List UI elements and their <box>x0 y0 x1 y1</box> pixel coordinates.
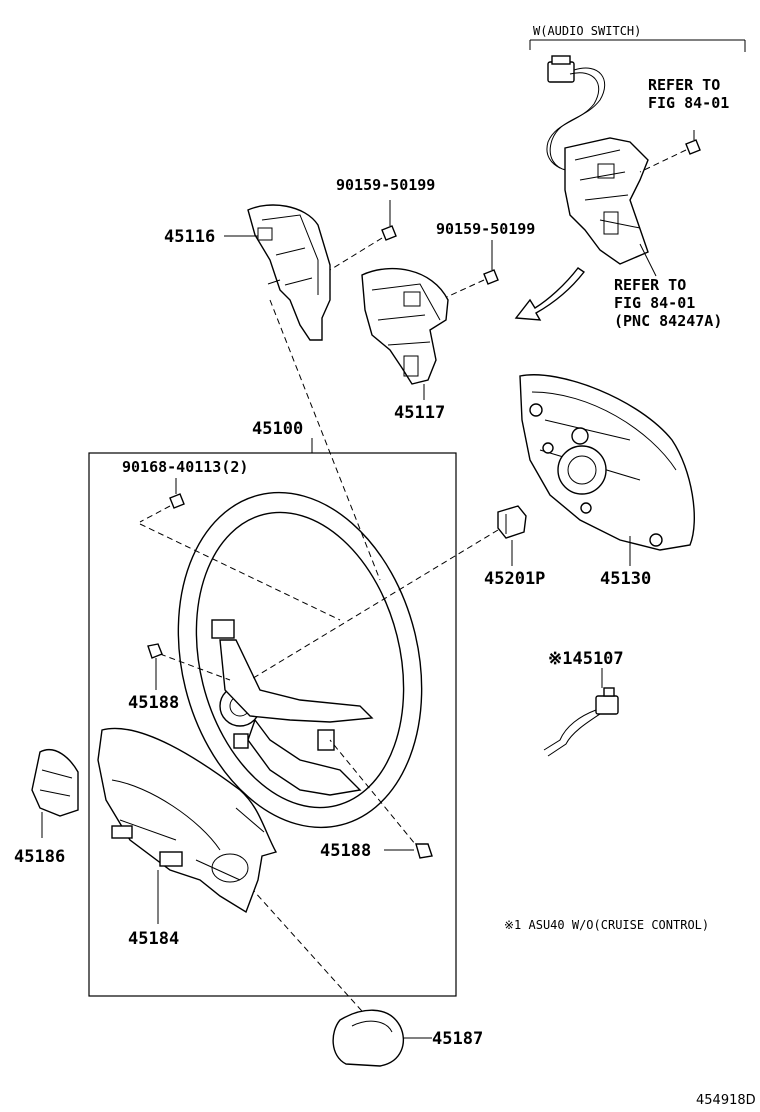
cover-45184 <box>97 727 278 914</box>
screw-audio-switch <box>639 130 701 173</box>
label-45100: 45100 <box>252 419 303 439</box>
label-45130: 45130 <box>600 569 651 589</box>
refer-2-line3: (PNC 84247A) <box>614 312 722 330</box>
footnote: ※1 ASU40 W/O(CRUISE CONTROL) <box>504 918 709 932</box>
label-90168: 90168-40113(2) <box>122 458 248 476</box>
refer-2-line2: FIG 84-01 <box>614 294 695 312</box>
refer-1-line2: FIG 84-01 <box>648 94 729 112</box>
airbag-45130 <box>519 374 695 551</box>
label-45184: 45184 <box>128 929 179 949</box>
label-90159-b: 90159-50199 <box>436 220 535 238</box>
diagram-id: 454918D <box>696 1093 756 1108</box>
assembly-box-45100 <box>88 452 457 997</box>
cover-45116 <box>247 204 331 341</box>
screw-90159-b <box>439 240 499 301</box>
cover-45186 <box>31 749 79 817</box>
audio-switch-header: W(AUDIO SWITCH) <box>533 24 641 38</box>
replacement-arrow <box>514 267 586 321</box>
nut-45201p <box>497 505 527 539</box>
bolt-45188-b <box>415 843 433 859</box>
label-45188-a: 45188 <box>128 693 179 713</box>
refer-2-line1: REFER TO <box>614 276 686 294</box>
label-45117: 45117 <box>394 403 445 423</box>
audio-switch-bracket <box>529 39 746 52</box>
bolt-45188-a <box>147 643 163 690</box>
label-45116: 45116 <box>164 227 215 247</box>
cover-45187 <box>332 1009 405 1067</box>
label-45188-b: 45188 <box>320 841 371 861</box>
steering-wheel-45100 <box>177 491 423 829</box>
harness-45107 <box>543 687 619 757</box>
refer-1-line1: REFER TO <box>648 76 720 94</box>
audio-switch-assembly <box>546 55 649 265</box>
label-90159-a: 90159-50199 <box>336 176 435 194</box>
label-45107: ※145107 <box>548 649 624 669</box>
label-45187: 45187 <box>432 1029 483 1049</box>
label-45186: 45186 <box>14 847 65 867</box>
label-45201p: 45201P <box>484 569 545 589</box>
screw-90159-a <box>329 200 397 271</box>
cover-45117 <box>361 267 449 385</box>
screw-90168 <box>139 478 185 523</box>
